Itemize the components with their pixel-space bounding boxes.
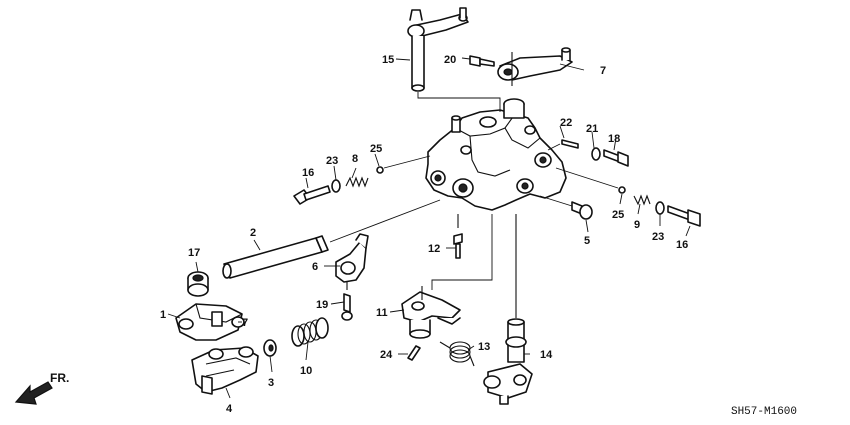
callout-25-left: 25	[370, 143, 382, 155]
callout-21: 21	[586, 123, 598, 135]
callout-25-right: 25	[612, 209, 624, 221]
part-1-shift-piece	[175, 303, 245, 341]
part-15-pin-arm	[407, 7, 469, 92]
part-19-bolt	[341, 282, 353, 321]
callout-leaders	[167, 57, 691, 399]
part-12-bolt	[453, 214, 463, 259]
part-4-shift-fork	[191, 346, 259, 395]
callout-22: 22	[560, 117, 572, 129]
part-8-spring-left	[345, 176, 369, 188]
part-9-spring-right	[633, 194, 651, 206]
callout-3: 3	[268, 377, 274, 389]
part-22-pin	[561, 139, 579, 149]
part-18-bolt	[603, 149, 629, 167]
part-6-shift-arm	[335, 233, 369, 283]
part-25-ball-left	[376, 166, 384, 174]
callout-14: 14	[540, 349, 553, 361]
callout-12: 12	[428, 243, 440, 255]
leader-right-detent	[555, 167, 619, 189]
callout-24: 24	[380, 349, 393, 361]
callout-9: 9	[634, 219, 640, 231]
callout-20: 20	[444, 54, 456, 66]
leader-11	[431, 214, 493, 290]
callout-5: 5	[584, 235, 590, 247]
callout-18: 18	[608, 133, 620, 145]
part-16-bolt-right	[667, 205, 701, 227]
callout-15: 15	[382, 54, 394, 66]
diagram-code: SH57-M1600	[731, 406, 797, 418]
part-3-washer	[263, 339, 277, 357]
direction-label: FR.	[50, 371, 69, 385]
callout-19: 19	[316, 299, 328, 311]
front-direction-arrow-icon	[14, 381, 53, 405]
part-16-bolt-left	[293, 185, 331, 205]
part-24-pin	[407, 345, 421, 361]
part-23-washer-left	[331, 179, 341, 193]
callout-23-right: 23	[652, 231, 664, 243]
part-2-shift-shaft	[222, 235, 329, 279]
callout-6: 6	[312, 261, 318, 273]
callout-8: 8	[352, 153, 358, 165]
part-17-plug	[187, 271, 209, 297]
callout-10: 10	[300, 365, 312, 377]
callout-13: 13	[478, 341, 490, 353]
part-20-bolt	[469, 55, 495, 67]
callout-7-left: 7	[242, 317, 248, 329]
part-10-spring	[291, 317, 329, 347]
callout-7-top: 7	[600, 65, 606, 77]
leader-2	[329, 199, 441, 243]
part-21-washer	[591, 147, 601, 161]
callout-4: 4	[226, 403, 233, 415]
callout-16-left: 16	[302, 167, 314, 179]
part-14-select-shaft	[483, 214, 533, 405]
part-5-bolt	[571, 201, 593, 220]
callout-17: 17	[188, 247, 200, 259]
part-25-ball-right	[618, 186, 626, 194]
leader-left-detent	[383, 155, 431, 169]
part-7-select-lever-top	[497, 47, 573, 86]
part-13-torsion-spring	[439, 341, 475, 367]
part-11-interlock-lever	[401, 286, 461, 339]
part-23-washer-right	[655, 201, 665, 215]
callout-11: 11	[376, 307, 388, 319]
leader-5	[539, 195, 573, 207]
callout-2: 2	[250, 227, 256, 239]
callout-16-right: 16	[676, 239, 688, 251]
shift-lever-housing	[425, 98, 567, 211]
callout-23-left: 23	[326, 155, 338, 167]
callout-1: 1	[160, 309, 166, 321]
leader-15	[417, 92, 501, 112]
callout-labels: 1 2 3 4 5 6 7 7 8 9 10 11 12 13 14 15 16…	[160, 54, 688, 415]
leader-22	[547, 143, 561, 151]
